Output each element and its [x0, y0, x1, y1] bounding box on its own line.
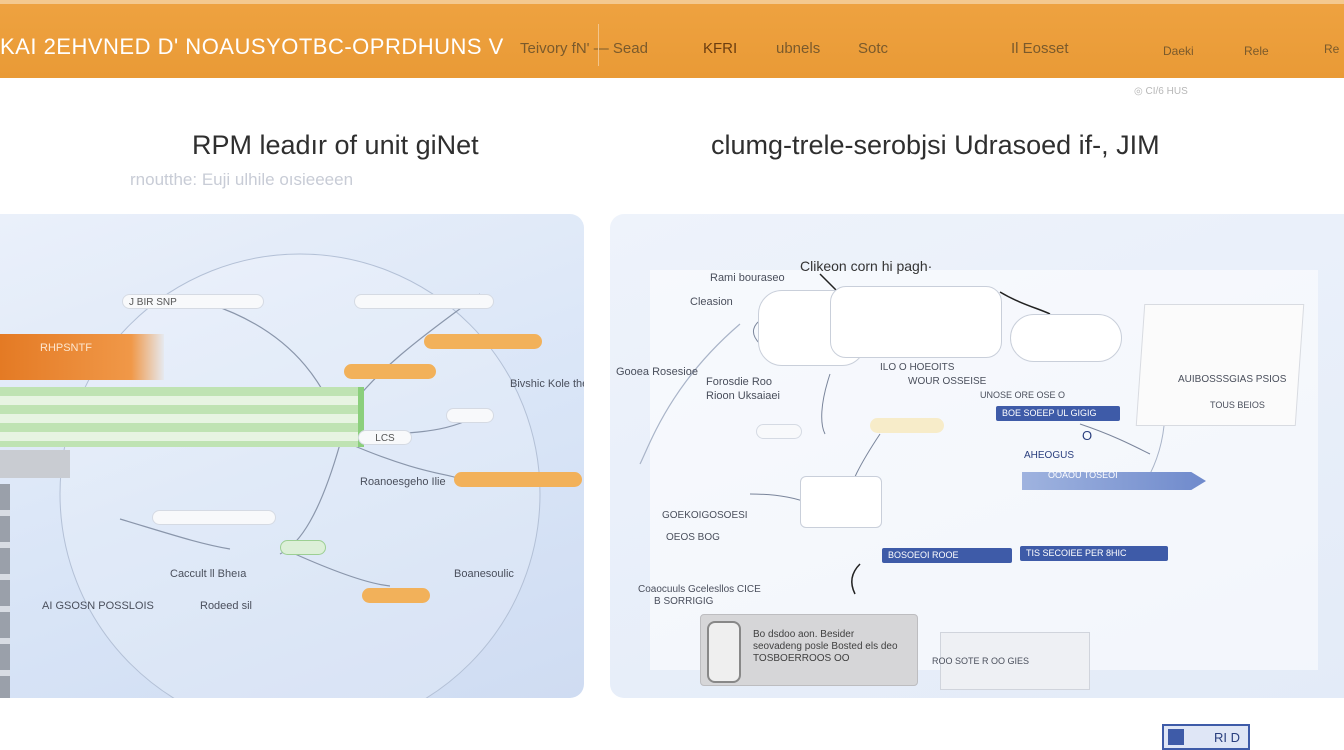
note-line-3: TOSBOERROOS OO: [753, 653, 850, 664]
grey-block: [0, 450, 70, 478]
label-mid-small: UNOSE ORE OSE O: [980, 390, 1066, 400]
label-bottom-left1: Coaocuuls Gcelesllos CICE: [638, 584, 761, 595]
nav-item-4[interactable]: Sotc: [858, 40, 889, 57]
left-section-title: RPM leadır of unit giNet: [192, 130, 479, 160]
diagram-node-house[interactable]: [800, 476, 882, 528]
label-tl3: Gooea Rosesioe: [616, 366, 698, 378]
nav-item-2[interactable]: KFRI: [703, 40, 738, 57]
left-connector-lines: [59, 253, 541, 698]
label-cacult: Caccult ll Bheıa: [170, 568, 247, 580]
note-line-1: Bo dsdoo aon. Besider: [753, 629, 855, 640]
nav-item-6[interactable]: Daeki: [1163, 44, 1194, 58]
note-line-2: seovadeng posle Bosted els deo: [753, 641, 898, 652]
label-mid1: ILO O HOEOITS: [880, 362, 955, 373]
label-bottom-left: AI GSOSN POSSLOIS: [42, 600, 154, 612]
node-orange-3[interactable]: [454, 472, 582, 487]
nav-divider: [598, 24, 599, 66]
diagram-arrow-bar: [1022, 472, 1206, 490]
label-nav2: AHEOGUS: [1024, 450, 1075, 461]
badge-square-icon: [1168, 729, 1184, 745]
diagram-tag-3[interactable]: TIS SECOIEE PER 8HIC: [1020, 546, 1168, 561]
green-progress-band: [0, 387, 364, 447]
nav-item-5[interactable]: Il Eosset: [1011, 40, 1069, 57]
node-lcs[interactable]: LCS: [358, 430, 412, 445]
right-section-title: clumg-trele-serobjsi Udrasoed if-, JIM: [711, 130, 1160, 160]
node-green[interactable]: [280, 540, 326, 555]
diagram-tray: [940, 632, 1090, 690]
orange-highlight-block[interactable]: RHPSNTF: [0, 334, 164, 380]
diagram-node-cart[interactable]: [1010, 314, 1122, 362]
footer-badge-text: RI D: [1214, 730, 1240, 745]
label-bottom-center: Rodeed sil: [200, 600, 252, 612]
nav-item-3[interactable]: ubnels: [776, 40, 821, 57]
right-diagram-panel: Clikeon corn hi pagh· Rami bouraseo Clea…: [610, 214, 1344, 698]
diagram-tag-2[interactable]: BOSOEOI ROOE: [882, 548, 1012, 563]
footer-badge[interactable]: RI D: [1162, 724, 1250, 750]
label-right-mid: Bivshic Kole the: [510, 378, 584, 390]
nav-item-8[interactable]: Re: [1324, 42, 1340, 56]
label-bottom-mid: Roanoesgeho Ilie: [360, 476, 446, 488]
node-small-a[interactable]: [446, 408, 494, 423]
label-tl5: Rioon Uksaiaei: [706, 390, 780, 402]
photo-caption: AUIBOSSSGIAS PSIOS: [1178, 374, 1287, 385]
note-card[interactable]: Bo dsdoo aon. Besider seovadeng posle Bo…: [700, 614, 918, 686]
top-navigation-bar: KAI 2EHVNED D' NOAUSYOTBC-OPRDHUNS V Tei…: [0, 0, 1344, 78]
node-orange-1[interactable]: [424, 334, 542, 349]
photo-caption-small: TOUS BEIOS: [1210, 400, 1265, 410]
label-mid2: WOUR OSSEISE: [908, 376, 987, 387]
label-tl1: Rami bouraseo: [710, 272, 785, 284]
label-left-low1: GOEKOIGOSOESI: [662, 510, 748, 521]
diagram-node-yellow[interactable]: [870, 418, 944, 433]
status-indicator: ◎ CI/6 HUS: [1134, 86, 1188, 97]
label-o: O: [1082, 428, 1093, 443]
label-tl4: Forosdie Roo: [706, 376, 773, 388]
tray-label: ROO SOTE R OO GIES: [932, 656, 1030, 666]
label-tl2: Cleasion: [690, 296, 733, 308]
label-bottom-right: Boanesoulic: [454, 568, 514, 580]
node-small-b: [510, 394, 582, 409]
node-orange-4[interactable]: [362, 588, 430, 603]
diagram-node-workflow[interactable]: [830, 286, 1002, 358]
node-orange-2[interactable]: [344, 364, 436, 379]
left-scroll-rail[interactable]: [0, 484, 10, 698]
node-mid-left[interactable]: [152, 510, 276, 525]
diagram-node-lock[interactable]: [756, 424, 802, 439]
label-bottom-left2: B SORRIGIG: [654, 596, 714, 607]
nav-item-7[interactable]: Rele: [1244, 44, 1269, 58]
label-left-low2: OEOS BOG: [666, 532, 720, 543]
left-mindmap-panel: J BIR SNP RHPSNTF Bivshic Kole the LCS R…: [0, 214, 584, 698]
arrow-bar-label: OOAOU TOSEOI: [1048, 470, 1118, 480]
left-section-subtitle: rnoutthe: Euji ulhile oısieeeen: [130, 170, 354, 189]
app-brand-title[interactable]: KAI 2EHVNED D' NOAUSYOTBC-OPRDHUNS V: [0, 34, 504, 59]
diagram-callout: Clikeon corn hi pagh·: [800, 258, 933, 274]
node-mid-left-tag: [110, 516, 146, 531]
node-top-left[interactable]: J BIR SNP: [122, 294, 264, 309]
nav-item-1[interactable]: Teivory fN' — Sead: [520, 40, 648, 57]
phone-icon: [707, 621, 741, 683]
diagram-tag-1[interactable]: BOE SOEEP UL GIGIG: [996, 406, 1120, 421]
node-top-right[interactable]: [354, 294, 494, 309]
